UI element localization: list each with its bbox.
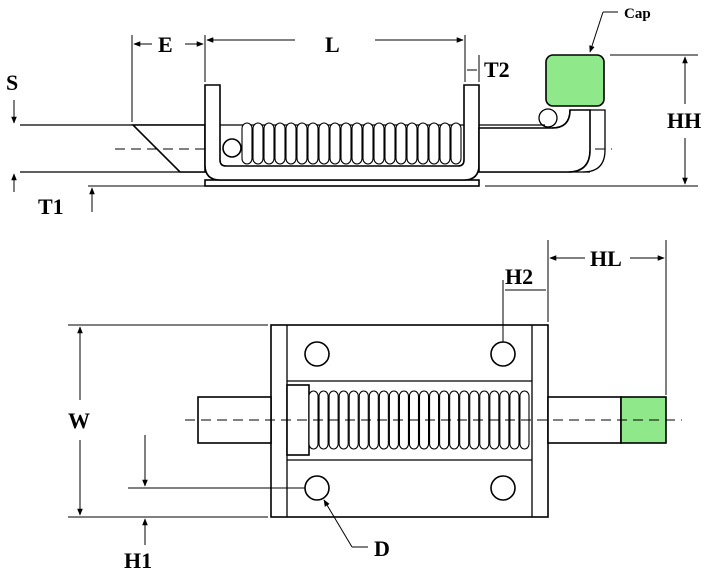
label-h2: H2 xyxy=(505,264,533,289)
side-cap xyxy=(545,54,605,107)
cap-leader-diag xyxy=(589,11,604,53)
label-d: D xyxy=(374,536,390,561)
spring-coil xyxy=(439,122,451,165)
pin-ring xyxy=(222,138,242,158)
label-hl: HL xyxy=(590,246,622,271)
handle-eye xyxy=(538,108,558,128)
spring-coil xyxy=(362,122,374,165)
label-cap: Cap xyxy=(624,6,651,22)
base-plate xyxy=(204,179,480,187)
spring-coil xyxy=(417,122,429,165)
d-leader-diag xyxy=(323,499,353,548)
u-bracket xyxy=(204,84,480,181)
spring-coil xyxy=(329,122,341,165)
spring-coil xyxy=(450,122,462,165)
label-t2: T2 xyxy=(484,57,510,82)
spring-coil xyxy=(307,122,319,165)
side-view: E L T2 S T1 HH Cap xyxy=(6,6,701,219)
mounting-hole-bottom-left xyxy=(304,475,330,501)
mounting-hole-bottom-right xyxy=(490,475,516,501)
label-w: W xyxy=(68,408,90,433)
top-view: W H1 H2 HL D xyxy=(68,240,682,573)
mounting-hole-top-right xyxy=(490,341,516,367)
label-h1: H1 xyxy=(124,548,152,573)
spring-coil xyxy=(395,122,407,165)
spring-coil xyxy=(384,122,396,165)
spring-coil xyxy=(241,122,253,165)
spring-coil xyxy=(263,122,275,165)
spring-coil xyxy=(428,122,440,165)
spring-coil xyxy=(285,122,297,165)
label-s: S xyxy=(6,70,18,95)
spring-coil xyxy=(274,122,286,165)
top-cap xyxy=(620,396,667,444)
spring-coil xyxy=(373,122,385,165)
label-hh: HH xyxy=(667,108,701,133)
side-spring xyxy=(241,122,462,165)
spring-coil xyxy=(340,122,352,165)
spring-coil xyxy=(252,122,264,165)
spring-coil xyxy=(296,122,308,165)
label-l: L xyxy=(325,32,340,57)
label-e: E xyxy=(158,32,173,57)
label-t1: T1 xyxy=(38,194,64,219)
handle-bend xyxy=(551,109,606,173)
spring-coil xyxy=(351,122,363,165)
l-handle xyxy=(478,109,591,173)
spring-coil xyxy=(406,122,418,165)
mounting-hole-top-left xyxy=(304,341,330,367)
spring-coil xyxy=(318,122,330,165)
